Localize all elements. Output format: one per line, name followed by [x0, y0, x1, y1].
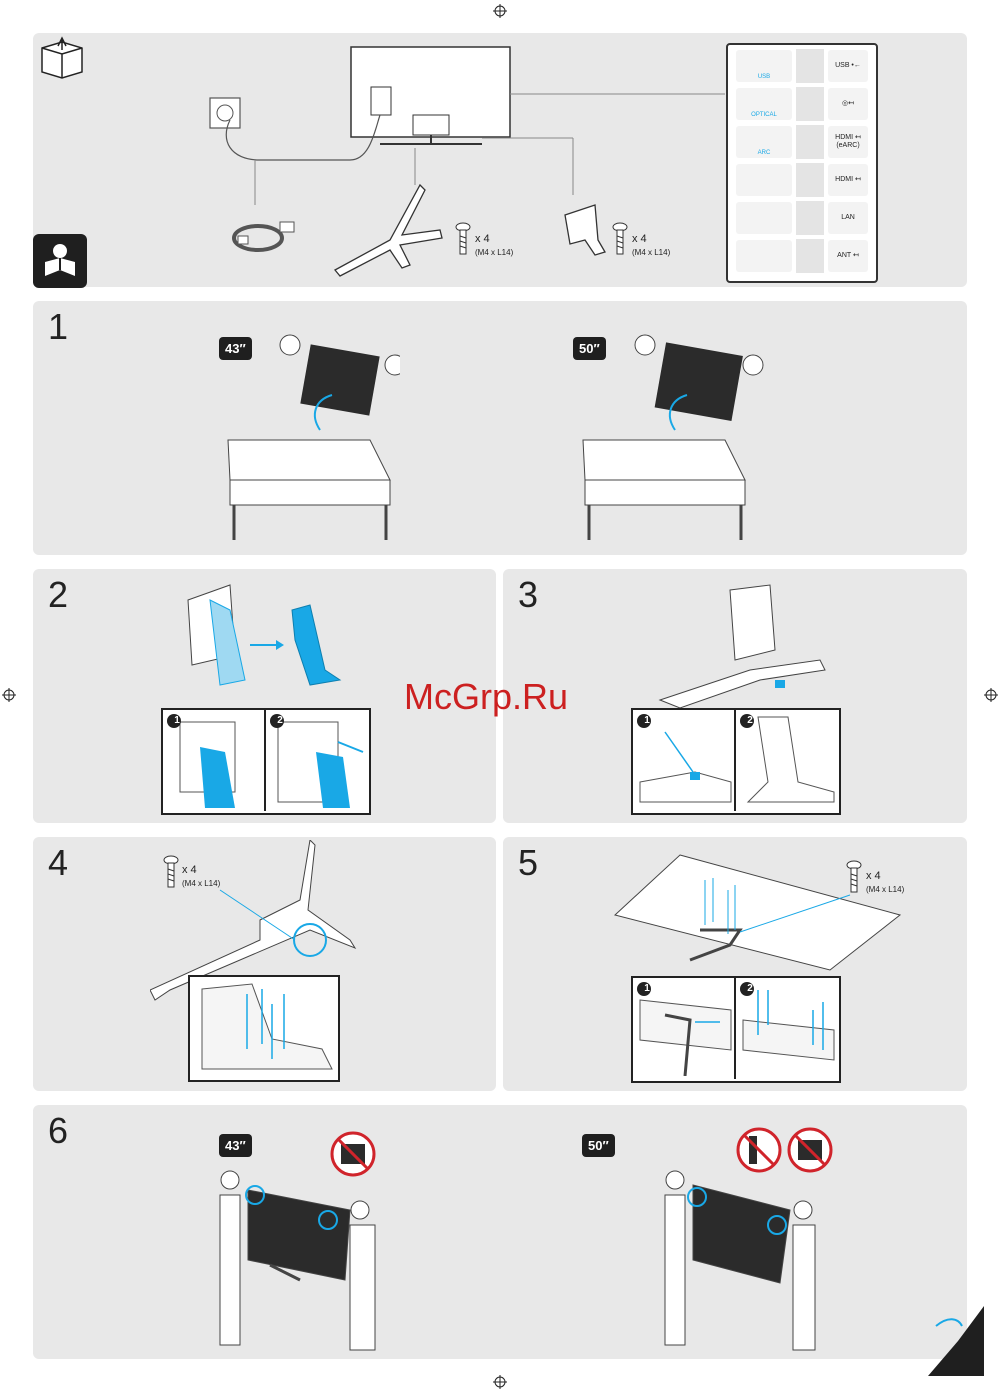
stand-protective-cover-illustration [187, 584, 342, 686]
screw-icon [612, 222, 628, 255]
lan-icon [736, 202, 792, 234]
step-number: 4 [48, 842, 69, 883]
stand-attach-illustration [658, 584, 826, 709]
port-row-arc: ARC HDMI ↤ (eARC) [734, 125, 870, 159]
port-label: HDMI ↤ [828, 164, 868, 196]
step-number: 5 [518, 842, 539, 883]
stand-screw-illustration [150, 840, 357, 1001]
screw-quantity-label: x 4(M4 x L14) [866, 870, 905, 894]
size-badge-43: 43″ [219, 337, 252, 360]
stand-leg-icon [333, 183, 443, 277]
substep-marker: 1 [644, 715, 650, 726]
substep-marker: 2 [747, 715, 753, 726]
tv-on-table-illustration [227, 334, 400, 540]
port-label: LAN [828, 202, 868, 234]
port-slot [796, 87, 824, 121]
substep-2-illustration [270, 714, 364, 808]
box-icon [41, 36, 83, 79]
substep-marker: 2 [277, 715, 283, 726]
tv-lifting-illustration [219, 1170, 376, 1351]
substep-1-illustration [637, 714, 732, 803]
ports-panel: USB USB •← OPTICAL ◎↤ ARC HDMI ↤ (eARC) … [726, 43, 878, 283]
substep-divider [734, 978, 736, 1079]
antenna-icon [736, 240, 792, 272]
page-turn-icon[interactable] [928, 1306, 984, 1376]
usb-icon: USB [736, 50, 792, 82]
power-cable-icon [232, 221, 295, 252]
arc-icon: ARC [736, 126, 792, 158]
port-slot [796, 163, 824, 197]
substep-2-illustration [740, 982, 835, 1061]
size-badge-43: 43″ [219, 1134, 252, 1157]
watermark: McGrp.Ru [404, 676, 569, 717]
tv-lifting-illustration [664, 1170, 816, 1351]
substep-marker: 1 [174, 715, 180, 726]
registration-mark-left [2, 688, 16, 702]
port-slot [796, 201, 824, 235]
screw-icon [846, 860, 862, 893]
port-row-lan: LAN [734, 201, 870, 235]
no-screen-touch-icon [787, 1127, 833, 1173]
port-slot [796, 125, 824, 159]
substep-1-illustration [167, 714, 236, 808]
step-number: 1 [48, 306, 69, 347]
no-screen-touch-icon [330, 1131, 376, 1177]
substep-marker: 1 [644, 983, 650, 994]
substep-divider [734, 710, 736, 811]
tv-on-table-illustration [582, 334, 764, 540]
substep-divider [264, 710, 266, 811]
screw-icon [455, 222, 471, 255]
read-manual-icon [33, 234, 87, 288]
screw-quantity-label: x 4(M4 x L14) [632, 233, 671, 257]
registration-mark-right [984, 688, 998, 702]
screw-quantity-label: x 4(M4 x L14) [182, 864, 221, 888]
port-label: ◎↤ [828, 88, 868, 120]
port-label: HDMI ↤ (eARC) [828, 126, 868, 158]
step-1-panel [33, 301, 967, 555]
substep-marker: 2 [747, 983, 753, 994]
port-label: ANT ↤ [828, 240, 868, 272]
port-row-usb: USB USB •← [734, 49, 870, 83]
registration-mark-top [493, 4, 507, 18]
substep-2-illustration [740, 714, 835, 803]
screw-icon [163, 855, 179, 888]
optical-icon: OPTICAL [736, 88, 792, 120]
port-row-optical: OPTICAL ◎↤ [734, 87, 870, 121]
substep-1-illustration [637, 982, 732, 1076]
step-number: 6 [48, 1110, 69, 1151]
size-badge-50: 50″ [573, 337, 606, 360]
port-slot [796, 239, 824, 273]
registration-mark-bottom [493, 1375, 507, 1389]
size-badge-50: 50″ [582, 1134, 615, 1157]
hdmi-device-icon [736, 164, 792, 196]
screw-quantity-label: x 4(M4 x L14) [475, 233, 514, 257]
no-edge-grip-icon [736, 1127, 782, 1173]
screw-detail-illustration [201, 983, 333, 1070]
port-slot [796, 49, 824, 83]
tv-rear-diagram [209, 46, 725, 205]
step-number: 3 [518, 574, 539, 615]
step-number: 2 [48, 574, 69, 615]
port-row-antenna: ANT ↤ [734, 239, 870, 273]
port-row-hdmi: HDMI ↤ [734, 163, 870, 197]
tv-face-down-illustration [613, 854, 902, 971]
stand-bracket-icon [564, 204, 606, 256]
port-label: USB •← [828, 50, 868, 82]
